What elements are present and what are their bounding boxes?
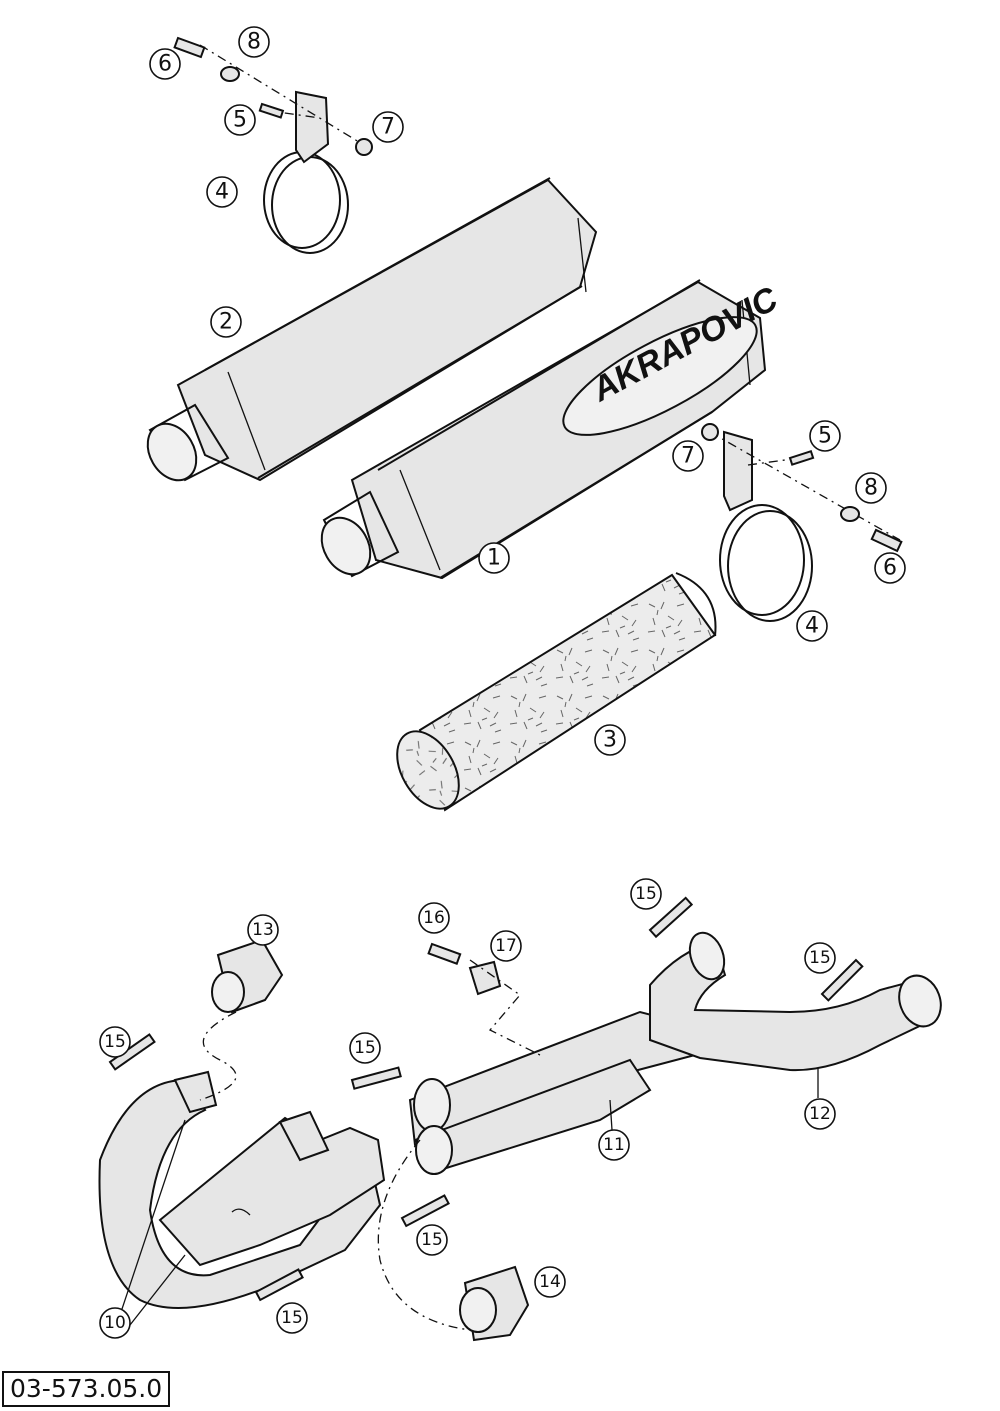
svg-text:4: 4 <box>215 180 229 205</box>
svg-text:15: 15 <box>354 1038 376 1058</box>
svg-text:13: 13 <box>252 920 274 940</box>
document-code: 03-573.05.0 <box>2 1371 171 1407</box>
washer-8-right <box>840 506 860 522</box>
clamp-top <box>199 44 373 254</box>
callout-15-e: 15 <box>630 878 662 910</box>
callout-11: 11 <box>598 1129 630 1161</box>
svg-text:15: 15 <box>809 948 831 968</box>
clamp-right <box>709 430 901 622</box>
callout-6-right: 6 <box>874 552 906 584</box>
svg-text:5: 5 <box>818 424 832 449</box>
svg-text:6: 6 <box>158 52 172 77</box>
callout-6-top: 6 <box>149 48 181 80</box>
svg-text:11: 11 <box>603 1135 625 1155</box>
leader-lines <box>114 1068 819 1331</box>
callout-4-top: 4 <box>206 176 238 208</box>
nut-7-top <box>355 138 373 156</box>
spring-15-a <box>108 1033 156 1071</box>
svg-text:7: 7 <box>681 444 695 469</box>
svg-text:15: 15 <box>281 1308 303 1328</box>
muffler-left <box>146 177 598 482</box>
callout-3: 3 <box>594 724 626 756</box>
spring-15-d <box>254 1268 304 1302</box>
bolt-5-top <box>258 102 285 119</box>
callout-5-top: 5 <box>224 104 256 136</box>
insulation-sleeve <box>396 572 717 812</box>
callout-12: 12 <box>804 1098 836 1130</box>
washer-8-top <box>220 66 240 82</box>
svg-text:12: 12 <box>809 1104 831 1124</box>
svg-text:8: 8 <box>864 476 878 501</box>
manifold-middle <box>408 1010 697 1175</box>
callout-16: 16 <box>418 902 450 934</box>
callout-8-top: 8 <box>238 26 270 58</box>
callout-8-right: 8 <box>855 472 887 504</box>
callout-14: 14 <box>534 1266 566 1298</box>
callout-15-f: 15 <box>804 942 836 974</box>
callout-4-right: 4 <box>796 610 828 642</box>
svg-text:17: 17 <box>495 936 517 956</box>
callout-15-c: 15 <box>416 1224 448 1256</box>
spring-15-f <box>820 958 864 1002</box>
dashed-guides <box>199 959 541 1331</box>
callout-5-right: 5 <box>809 420 841 452</box>
flange-13 <box>211 938 284 1014</box>
spring-15-c <box>400 1194 450 1228</box>
manifold-front <box>98 1070 386 1309</box>
bracket-17 <box>468 960 502 996</box>
bolt-16 <box>427 942 462 965</box>
svg-text:3: 3 <box>603 728 617 753</box>
muffler-right: AKRAPOVIC <box>320 279 784 580</box>
callout-10: 10 <box>99 1307 131 1339</box>
manifold-rear <box>649 931 942 1072</box>
bolt-5-right <box>788 449 815 466</box>
screw-6-top <box>173 36 206 59</box>
svg-text:5: 5 <box>233 108 247 133</box>
svg-text:15: 15 <box>104 1032 126 1052</box>
callout-2: 2 <box>210 306 242 338</box>
svg-text:10: 10 <box>104 1313 126 1333</box>
svg-text:8: 8 <box>247 30 261 55</box>
svg-text:6: 6 <box>883 556 897 581</box>
callout-13: 13 <box>247 914 279 946</box>
callout-15-a: 15 <box>99 1026 131 1058</box>
nut-7-right <box>701 423 719 441</box>
svg-text:7: 7 <box>381 115 395 140</box>
callout-1: 1 <box>478 542 510 574</box>
screw-6-right <box>870 528 903 553</box>
svg-text:15: 15 <box>421 1230 443 1250</box>
callout-15-d: 15 <box>276 1302 308 1334</box>
svg-text:14: 14 <box>539 1272 561 1292</box>
callout-17: 17 <box>490 930 522 962</box>
callout-15-b: 15 <box>349 1032 381 1064</box>
svg-text:2: 2 <box>219 310 233 335</box>
svg-text:1: 1 <box>487 546 501 571</box>
svg-text:15: 15 <box>635 884 657 904</box>
spring-15-b <box>350 1066 402 1090</box>
flange-14 <box>459 1265 530 1342</box>
callout-7-top: 7 <box>372 111 404 143</box>
svg-text:16: 16 <box>423 908 445 928</box>
svg-text:4: 4 <box>805 614 819 639</box>
spring-15-e <box>648 896 694 939</box>
callout-7-right: 7 <box>672 440 704 472</box>
